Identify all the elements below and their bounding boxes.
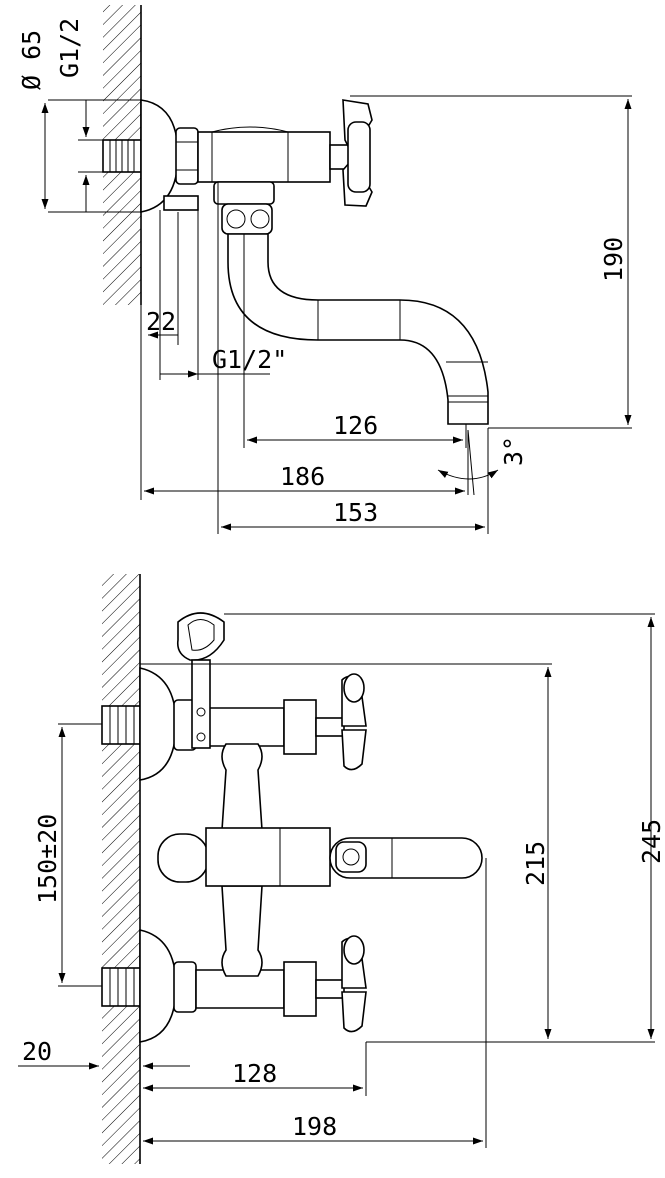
label-150-20: 150±20 [33, 814, 62, 904]
handle-blade-upper-b[interactable] [341, 729, 367, 771]
label-g12-spout: G1/2" [212, 345, 287, 374]
inlet-thread-bottom [109, 706, 135, 1006]
side-view: Ø 65 G1/2 190 22 G1/2" 126 3° 186 [17, 5, 632, 534]
spout-collar-top [213, 181, 275, 205]
shower-holder-ring [176, 612, 225, 661]
label-20: 20 [22, 1037, 52, 1066]
label-126: 126 [333, 411, 378, 440]
handle-hub-top[interactable] [347, 121, 371, 193]
spout-tube-top [227, 233, 489, 425]
label-3-degrees: 3° [499, 436, 528, 466]
riser-upper [221, 743, 263, 831]
escutcheon-top [140, 99, 179, 213]
label-g12-wall: G1/2 [55, 18, 84, 78]
inlet-thread-top [109, 140, 135, 172]
label-198: 198 [292, 1112, 337, 1141]
spout-front [329, 837, 483, 879]
diverter-knob[interactable] [335, 841, 367, 873]
handle-top-upper[interactable] [343, 673, 365, 703]
label-128: 128 [232, 1059, 277, 1088]
label-245: 245 [637, 819, 665, 864]
wall-hatch-bottom [102, 574, 140, 1164]
valve-stem-lower [315, 979, 345, 999]
mount-post-top [163, 195, 199, 211]
central-body [205, 827, 331, 887]
label-186: 186 [280, 462, 325, 491]
front-view: 245 215 150±20 20 128 198 [18, 574, 665, 1164]
spout-swivel-top [221, 203, 273, 235]
label-153: 153 [333, 498, 378, 527]
label-diameter-65: Ø 65 [17, 30, 46, 90]
label-215: 215 [521, 841, 550, 886]
union-nut-top [175, 127, 199, 185]
escutcheon-lower [139, 929, 177, 1043]
shower-holder-rod [191, 659, 211, 749]
valve-stem-upper [315, 717, 345, 737]
union-nut-lower [173, 961, 197, 1013]
handle-blade-lower-b[interactable] [341, 991, 367, 1033]
diverter-cap [157, 833, 209, 883]
mixer-body-top [197, 131, 331, 183]
valve-body-lower [283, 961, 317, 1017]
valve-body-upper [283, 699, 317, 755]
riser-lower [221, 885, 263, 977]
label-22: 22 [146, 307, 176, 336]
escutcheon-upper [139, 667, 177, 781]
handle-top-lower[interactable] [343, 935, 365, 965]
label-190: 190 [599, 237, 628, 282]
